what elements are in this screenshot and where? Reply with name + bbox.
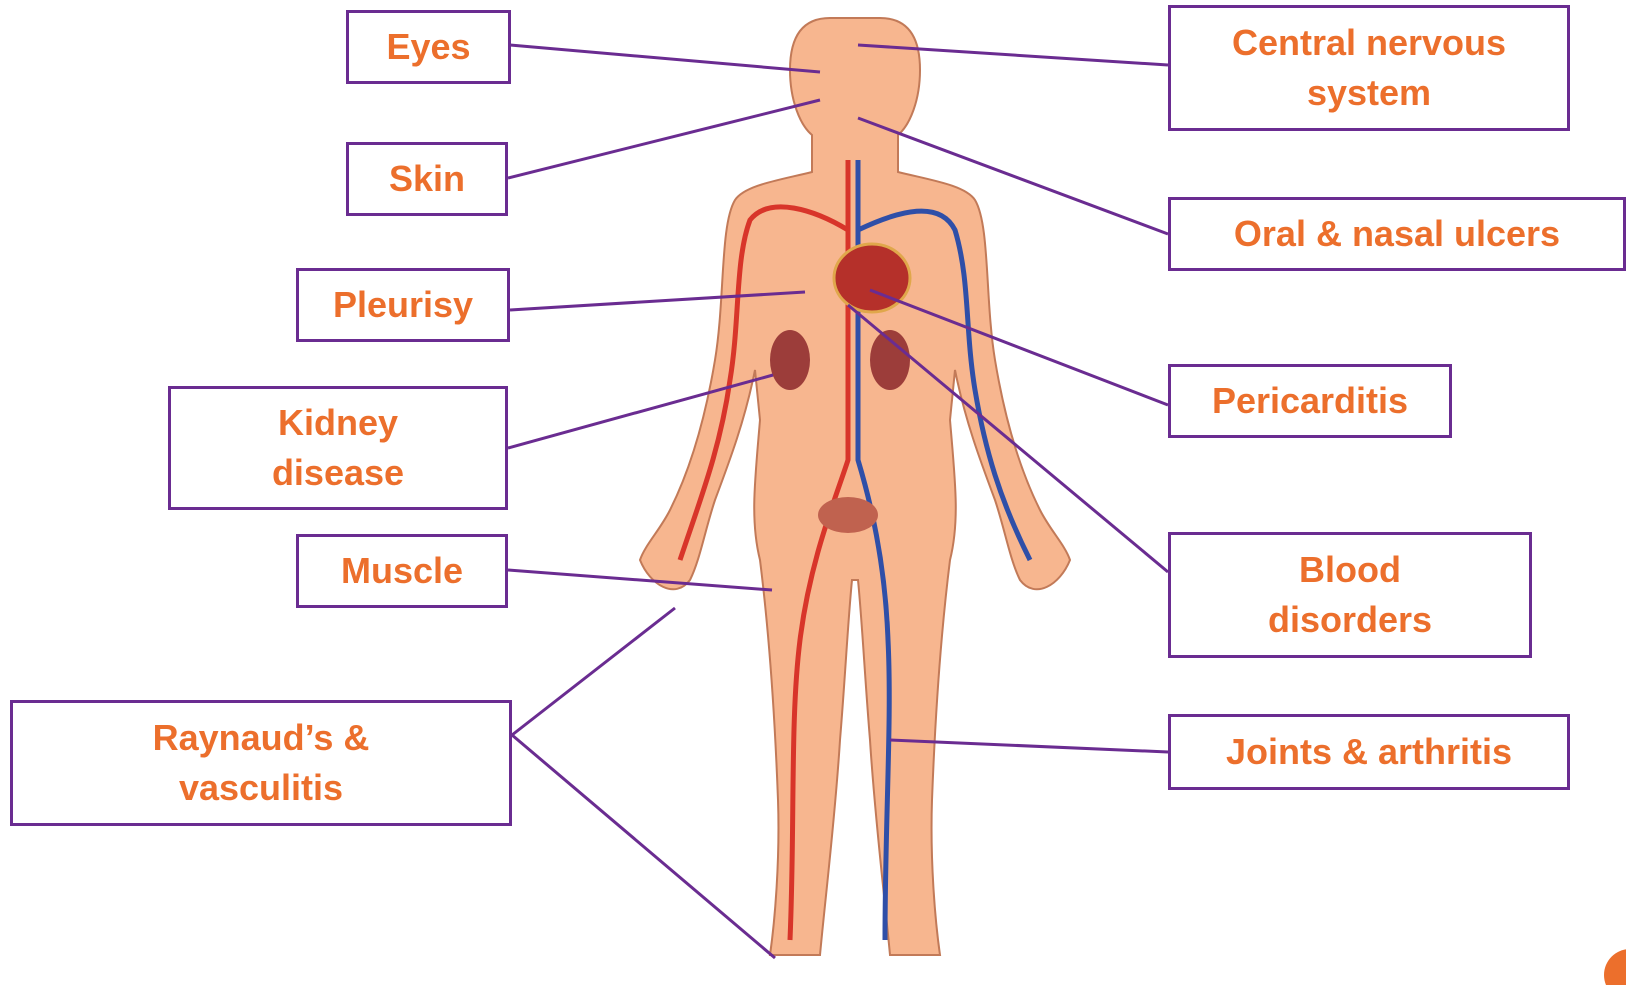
label-blood-disorders: Blood disorders: [1168, 532, 1532, 658]
leader-raynauds-foot: [512, 735, 775, 958]
label-joints-arthritis: Joints & arthritis: [1168, 714, 1570, 790]
label-muscle: Muscle: [296, 534, 508, 608]
label-kidney-disease: Kidney disease: [168, 386, 508, 510]
label-pericarditis: Pericarditis: [1168, 364, 1452, 438]
label-raynauds-vasculitis: Raynaud’s & vasculitis: [10, 700, 512, 826]
leader-eyes: [510, 45, 820, 72]
leader-muscle: [508, 570, 772, 590]
corner-logo-fragment: [1600, 945, 1626, 985]
label-pleurisy: Pleurisy: [296, 268, 510, 342]
label-skin: Skin: [346, 142, 508, 216]
label-eyes: Eyes: [346, 10, 511, 84]
leader-skin: [508, 100, 820, 178]
leader-raynauds-hand: [512, 608, 675, 735]
label-central-nervous-system: Central nervous system: [1168, 5, 1570, 131]
bladder: [818, 497, 878, 533]
kidney-left: [770, 330, 810, 390]
label-oral-nasal-ulcers: Oral & nasal ulcers: [1168, 197, 1626, 271]
